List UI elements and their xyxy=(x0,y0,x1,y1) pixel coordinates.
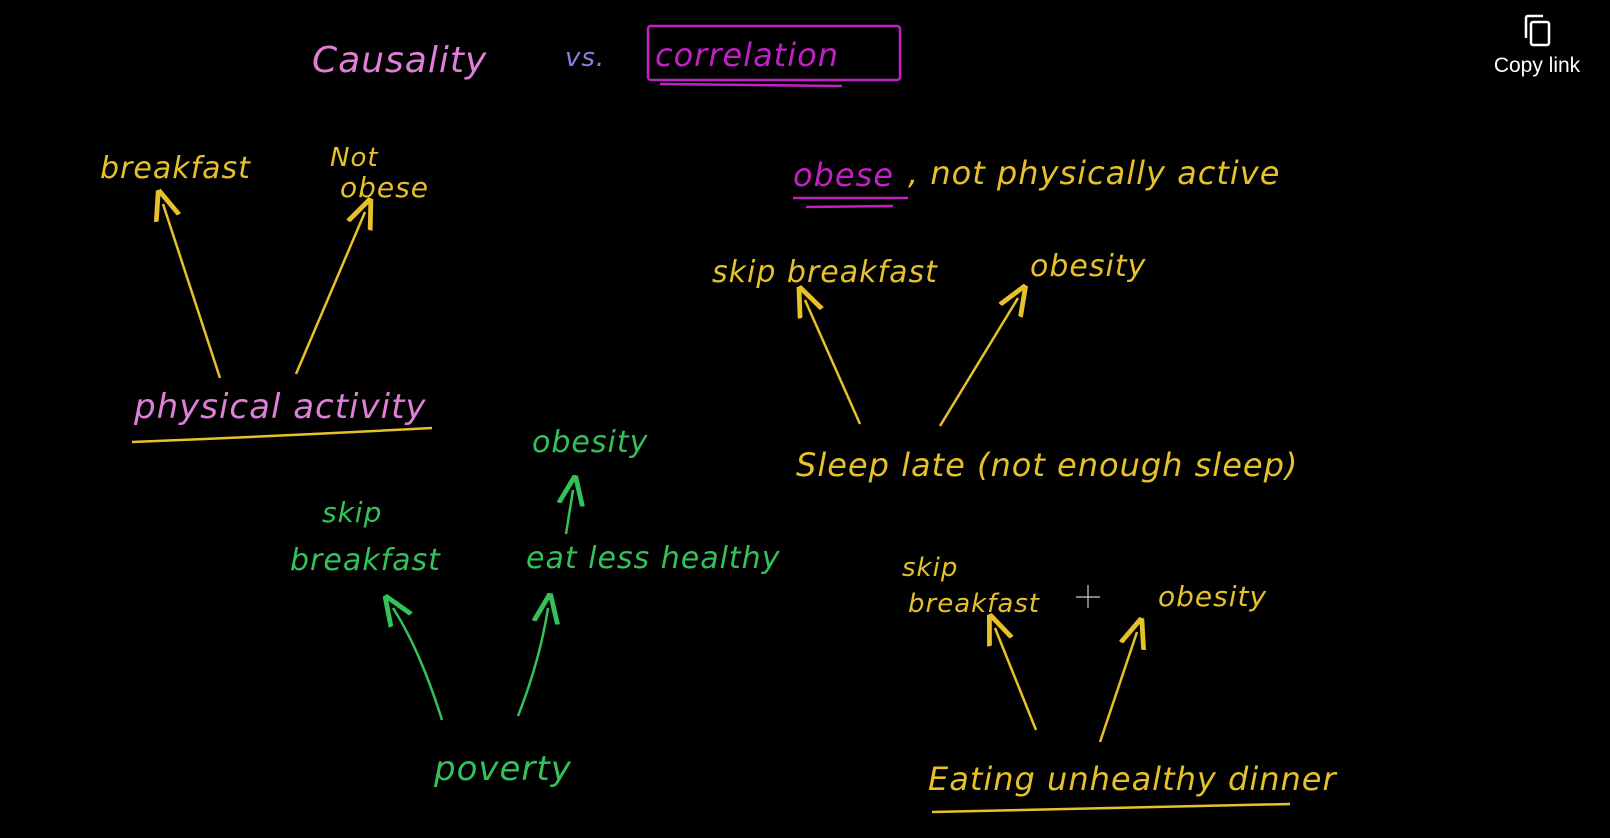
title-correlation-box xyxy=(646,24,902,82)
d2-arrow-left xyxy=(805,300,862,425)
d1-obese-label: obese xyxy=(340,171,429,204)
d1-physical-activity-label: physical activity xyxy=(133,387,427,427)
d2-arrow-right xyxy=(938,298,1018,427)
copy-icon xyxy=(1524,14,1551,47)
d4-eating-unhealthy-dinner-label: Eating unhealthy dinner xyxy=(928,760,1337,798)
d3-arrow-up xyxy=(566,490,573,535)
d4-arrow-left xyxy=(995,628,1038,731)
title-correlation: correlation xyxy=(655,36,839,74)
d2-obesity-label: obesity xyxy=(1030,249,1147,284)
d3-eat-less-healthy-label: eat less healthy xyxy=(526,541,781,576)
d4-skip-label: skip xyxy=(902,553,958,583)
copy-link-button[interactable]: Copy link xyxy=(1482,14,1592,94)
d2-heading-rest: , not physically active xyxy=(908,154,1280,192)
d1-not-label: Not xyxy=(330,143,379,173)
d1-breakfast-label: breakfast xyxy=(100,151,251,186)
d1-arrow-right xyxy=(294,212,365,375)
d1-arrow-left xyxy=(163,204,222,379)
d3-arrow-left xyxy=(393,608,444,721)
d2-obese-emph: obese xyxy=(793,156,894,194)
d3-breakfast-label: breakfast xyxy=(290,543,441,578)
d2-skip-breakfast-label: skip breakfast xyxy=(712,255,938,290)
d3-arrow-right xyxy=(516,608,548,717)
d4-obesity-label: obesity xyxy=(1158,580,1267,613)
d4-breakfast-label: breakfast xyxy=(908,589,1040,619)
title-causality: Causality xyxy=(312,40,487,81)
d2-sleep-late-label: Sleep late (not enough sleep) xyxy=(796,446,1298,484)
copy-link-label: Copy link xyxy=(1493,54,1581,77)
d3-obesity-label: obesity xyxy=(532,425,649,460)
d4-underline xyxy=(931,802,1291,814)
d2-obese-underline-2 xyxy=(805,204,894,209)
crosshair-cursor-icon xyxy=(1076,585,1100,608)
d4-arrow-right xyxy=(1098,632,1137,743)
d3-poverty-label: poverty xyxy=(433,749,572,789)
d1-underline xyxy=(131,426,433,444)
title-underline xyxy=(659,82,843,88)
d3-skip-label: skip xyxy=(322,496,382,529)
title-vs: vs. xyxy=(565,43,605,73)
